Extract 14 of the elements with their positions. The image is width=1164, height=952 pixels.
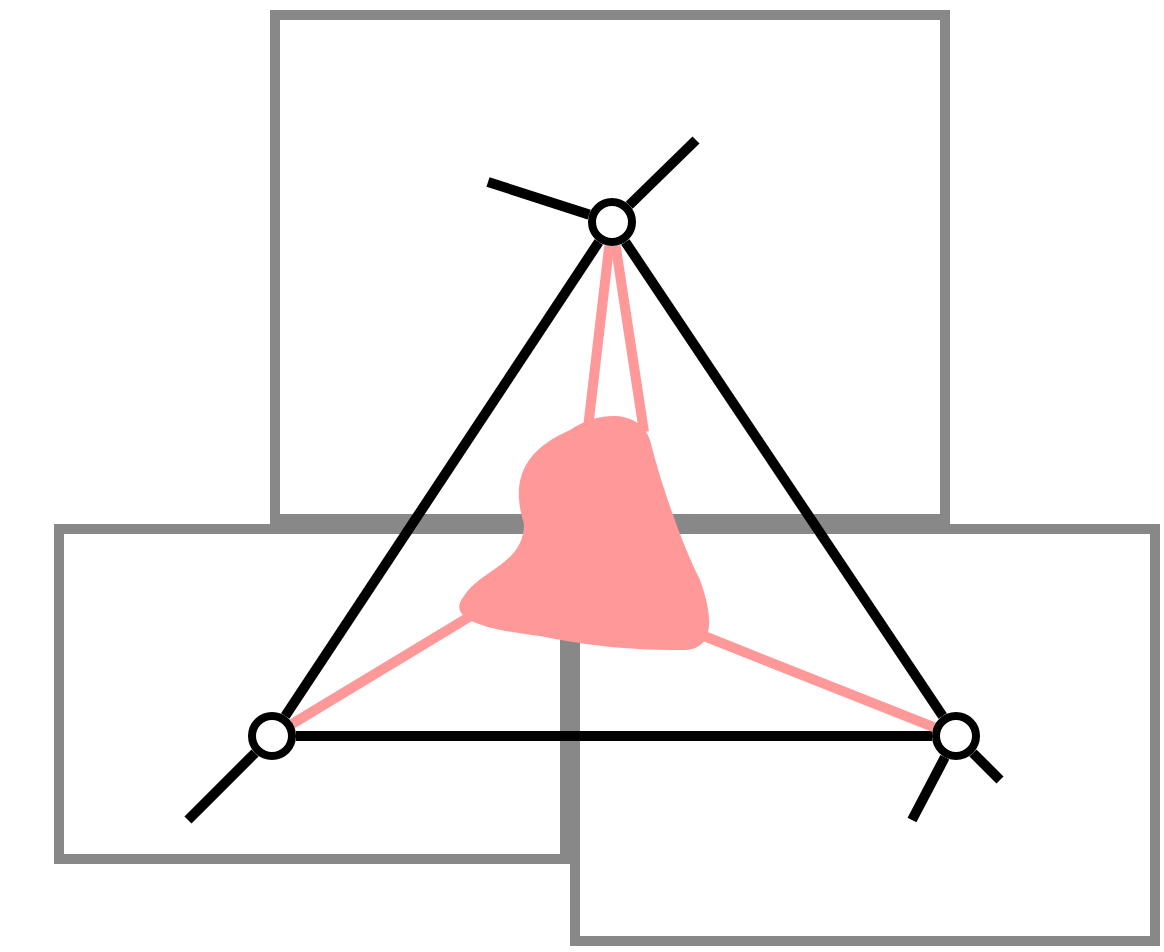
line	[296, 731, 932, 741]
stub-line	[969, 749, 1004, 784]
circle-node	[248, 712, 296, 760]
circle-node	[588, 198, 636, 246]
line	[610, 244, 649, 433]
line	[702, 631, 936, 732]
stub-line	[625, 136, 700, 209]
line	[281, 239, 603, 719]
circle-node	[932, 712, 980, 760]
stub-line	[907, 754, 950, 823]
line	[621, 239, 947, 719]
stub-line	[184, 749, 259, 824]
stub-line	[486, 177, 591, 220]
line	[583, 245, 615, 429]
